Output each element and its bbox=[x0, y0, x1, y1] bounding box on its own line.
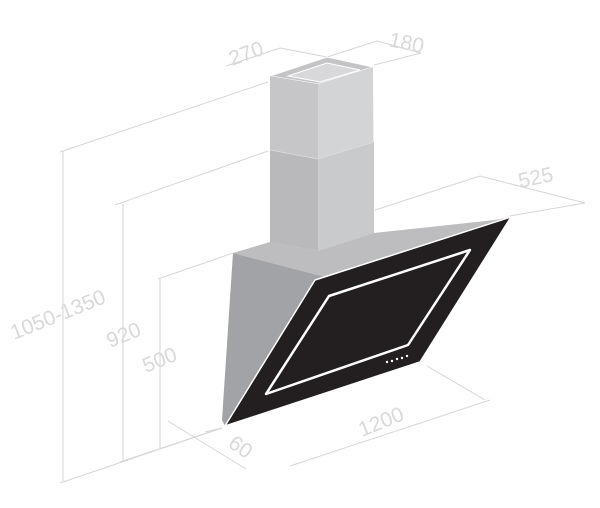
chimney bbox=[269, 56, 375, 251]
dimension-label-chimney-depth: 180 bbox=[387, 28, 426, 58]
dimension-label-chimney-width: 270 bbox=[226, 37, 267, 71]
dimension-label-hood-depth: 525 bbox=[516, 163, 555, 193]
hood-top-plate bbox=[233, 217, 510, 277]
dimension-label-hood-height: 500 bbox=[139, 343, 180, 377]
glass-front-panel bbox=[223, 215, 513, 428]
dimension-lines bbox=[59, 40, 586, 484]
dimension-label-body-height: 920 bbox=[103, 318, 144, 352]
dimension-label-total-height: 1050-1350 bbox=[7, 286, 109, 345]
hood-body bbox=[222, 215, 513, 428]
hood-side-panel bbox=[222, 253, 325, 426]
glass-inner-trim bbox=[264, 248, 472, 396]
control-buttons bbox=[385, 354, 409, 364]
